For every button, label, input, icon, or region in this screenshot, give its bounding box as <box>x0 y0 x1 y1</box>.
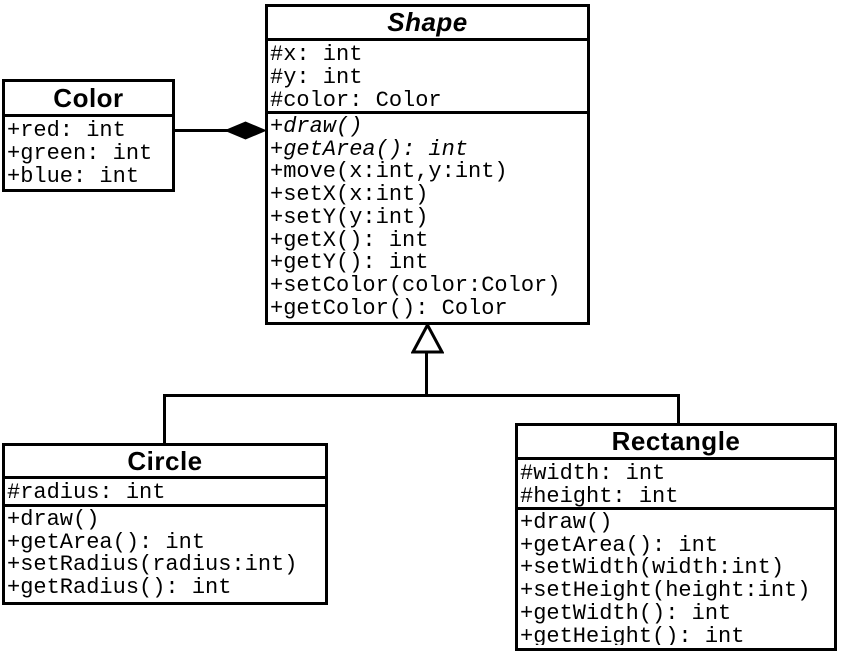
method-line: +getColor(): Color <box>270 295 508 319</box>
attribute-line: #height: int <box>520 484 679 509</box>
attribute-line: +green: int <box>7 141 153 166</box>
class-box-rectangle: Rectangle #width: int #height: int +draw… <box>515 423 837 651</box>
method-line: +draw() <box>7 507 100 532</box>
class-box-shape: Shape #x: int #y: int #color: Color +dra… <box>265 4 590 325</box>
method-line: +setRadius(radius:int) <box>7 552 298 578</box>
inheritance-drop-rectangle-line <box>677 394 680 423</box>
shape-methods-section: +draw() +getArea(): int +move(x:int,y:in… <box>268 114 587 319</box>
method-line: +setHeight(height:int) <box>520 578 811 604</box>
shape-attributes-section: #x: int #y: int #color: Color <box>268 41 587 114</box>
rectangle-attributes-section: #width: int #height: int <box>518 460 834 510</box>
circle-methods-section: +draw() +getArea(): int +setRadius(radiu… <box>5 507 325 599</box>
class-box-circle: Circle #radius: int +draw() +getArea(): … <box>2 443 328 605</box>
method-line: +setY(y:int) <box>270 204 429 230</box>
inheritance-horizontal-line <box>163 394 680 397</box>
attribute-line: #x: int <box>270 42 363 67</box>
class-title-rectangle: Rectangle <box>518 426 834 460</box>
class-box-color: Color +red: int +green: int +blue: int <box>2 79 175 192</box>
attribute-line: #color: Color <box>270 88 442 113</box>
class-title-shape: Shape <box>268 7 587 41</box>
method-line: +draw() <box>270 114 363 139</box>
inheritance-triangle-icon <box>411 323 444 354</box>
class-title-circle: Circle <box>5 446 325 479</box>
circle-attributes-section: #radius: int <box>5 479 325 507</box>
class-title-color: Color <box>5 82 172 117</box>
method-line: +getX(): int <box>270 227 429 253</box>
method-line: +getRadius(): int <box>7 575 232 599</box>
color-attributes-section: +red: int +green: int +blue: int <box>5 117 172 186</box>
attribute-line: +red: int <box>7 118 126 143</box>
method-line: +setX(x:int) <box>270 182 429 208</box>
composition-line-color-shape <box>175 129 230 132</box>
method-line: +getWidth(): int <box>520 600 732 626</box>
rectangle-methods-section: +draw() +getArea(): int +setWidth(width:… <box>518 510 834 645</box>
composition-diamond-icon <box>224 121 267 140</box>
method-line: +draw() <box>520 510 613 535</box>
method-line: +setWidth(width:int) <box>520 555 785 581</box>
inheritance-stem-line <box>425 352 428 394</box>
method-line: +getArea(): int <box>270 136 469 162</box>
method-line: +move(x:int,y:int) <box>270 159 508 185</box>
method-line: +getY(): int <box>270 250 429 276</box>
inheritance-drop-circle-line <box>163 394 166 443</box>
attribute-line: +blue: int <box>7 164 140 186</box>
method-line: +getArea(): int <box>7 529 206 555</box>
method-line: +getHeight(): int <box>520 623 745 645</box>
attribute-line: #y: int <box>270 65 363 90</box>
method-line: +getArea(): int <box>520 532 719 558</box>
method-line: +setColor(color:Color) <box>270 272 561 298</box>
attribute-line: #width: int <box>520 461 666 486</box>
attribute-line: #radius: int <box>7 480 166 505</box>
